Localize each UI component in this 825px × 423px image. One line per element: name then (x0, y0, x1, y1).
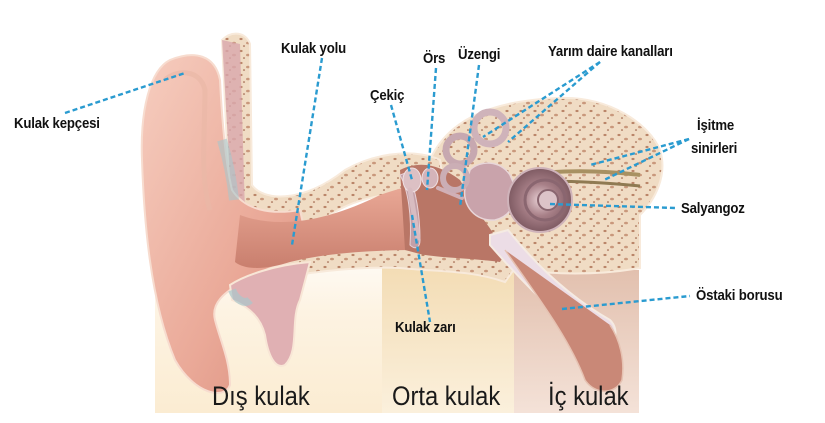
label-kulak-yolu: Kulak yolu (281, 40, 346, 57)
vestibule (463, 162, 516, 221)
label-ors: Örs (423, 50, 446, 67)
label-yarim-daire-kanallari: Yarım daire kanalları (548, 43, 673, 60)
label-kulak-kepcesi: Kulak kepçesi (14, 115, 100, 132)
label-sinirleri: sinirleri (691, 140, 738, 157)
label-uzengi: Üzengi (458, 46, 501, 63)
label-ostaki-borusu: Östaki borusu (696, 287, 783, 304)
region-orta-kulak: Orta kulak (392, 381, 501, 411)
label-kulak-zari: Kulak zarı (395, 319, 456, 336)
middle-ear-background (382, 265, 514, 413)
anvil (421, 167, 439, 189)
leader-lines (64, 57, 691, 323)
semicircular-canal-3 (440, 163, 470, 193)
label-cekic: Çekiç (370, 87, 405, 104)
label-salyangoz: Salyangoz (681, 200, 745, 217)
label-isitme: İşitme (697, 117, 735, 134)
region-dis-kulak: Dış kulak (212, 381, 310, 411)
hammer (402, 167, 422, 193)
region-ic-kulak: İç kulak (548, 381, 629, 411)
semicircular-canal-1 (470, 108, 510, 148)
ear-canal (235, 186, 420, 268)
stirrup (436, 186, 464, 200)
